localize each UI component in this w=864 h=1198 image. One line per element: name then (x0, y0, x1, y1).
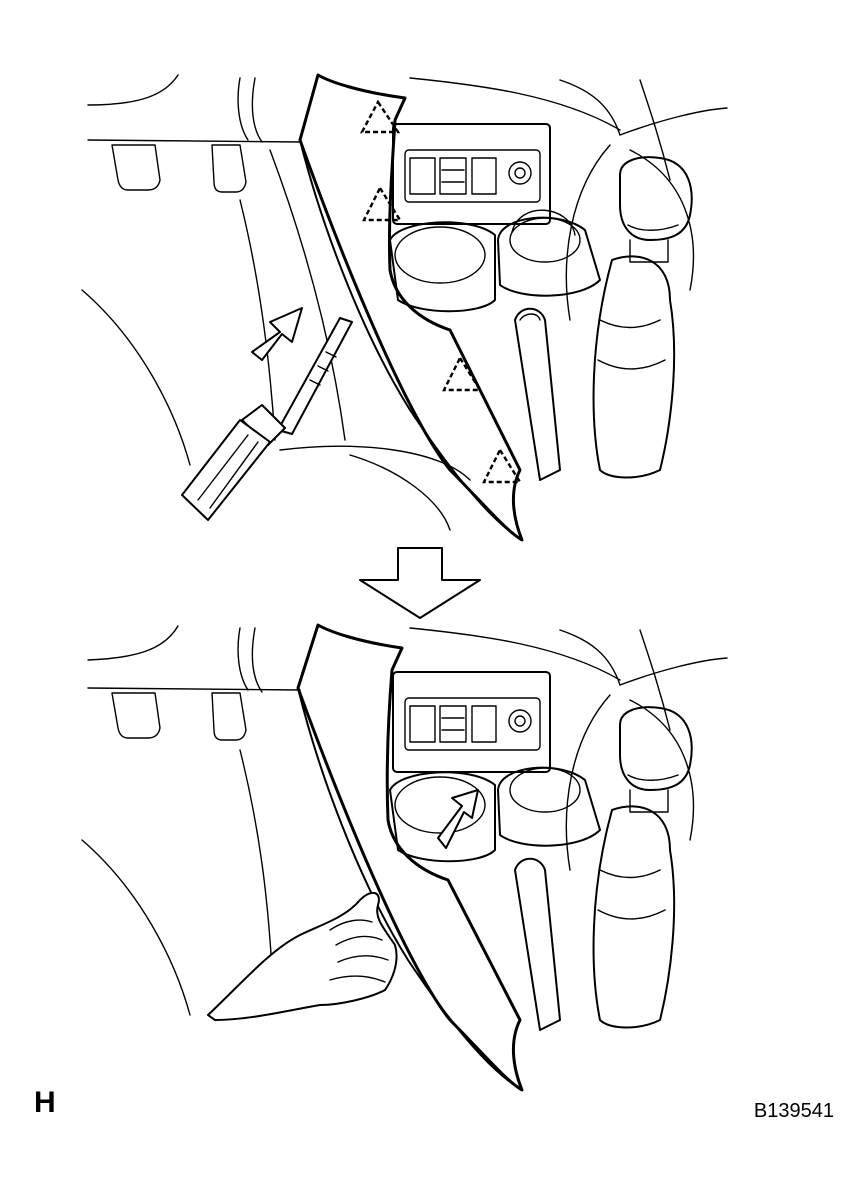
boot-fold (599, 869, 661, 879)
floor-contour (81, 289, 191, 466)
direction-arrow-icon (251, 307, 303, 361)
pedal-pad (111, 144, 161, 191)
tunnel-contour (565, 144, 611, 321)
step-illustration-remove (0, 600, 864, 1120)
screwdriver-icon (181, 317, 353, 521)
cup-holder-left (389, 771, 496, 863)
cup-holder-right (497, 766, 601, 847)
dash-contour (639, 629, 671, 731)
pedal-pad (211, 144, 247, 193)
dash-contour (559, 79, 621, 136)
dash-contour (559, 629, 621, 686)
console-panel-drawing-top (81, 73, 728, 542)
shaft-mark (317, 365, 329, 372)
finger-line (337, 955, 389, 963)
tunnel-contour (629, 149, 695, 291)
floor-contour (239, 199, 276, 441)
boot-fold (599, 319, 661, 329)
floor-contour (349, 454, 451, 531)
panel-edge (299, 139, 523, 541)
figure-letter: H (34, 1086, 56, 1119)
dash-contour (87, 74, 179, 106)
floor-contour (81, 839, 191, 1016)
shift-knob (619, 156, 693, 241)
knob-center (514, 167, 526, 179)
step-arrow-area (0, 540, 864, 620)
lever-tip (519, 313, 541, 321)
clip-location-triangle-icon (360, 99, 401, 134)
finger-line (329, 919, 373, 931)
clip-location-triangle-icon (482, 447, 523, 484)
shaft-mark (309, 379, 321, 386)
dash-contour (87, 139, 301, 143)
shift-knob-band (627, 774, 679, 781)
screwdriver-handle (181, 419, 271, 521)
pedal-pad (111, 692, 161, 739)
knob (508, 161, 532, 185)
clip-location-triangle-icon (362, 185, 403, 222)
boot-fold (597, 909, 666, 920)
shift-shaft (629, 789, 669, 813)
cup-holder-insert (511, 209, 576, 236)
shift-knob-band (627, 224, 679, 231)
finger-line (329, 975, 386, 983)
floor-contour (239, 749, 273, 971)
dash-contour (639, 79, 671, 181)
figure-code: B139541 (753, 1100, 834, 1122)
shift-boot (592, 255, 676, 479)
dash-contour (251, 627, 263, 693)
switch-panel (404, 149, 541, 203)
parking-brake-lever (514, 857, 561, 1031)
dash-contour (619, 657, 728, 686)
shaft-mark (325, 351, 337, 358)
switch (471, 705, 497, 743)
console-panel-drawing-bottom (81, 623, 728, 1092)
step-illustration-pry (0, 0, 864, 560)
dash-contour (87, 687, 301, 691)
switch (439, 157, 467, 195)
screwdriver-shaft (277, 317, 353, 435)
panel-edge (297, 687, 523, 1091)
direction-arrow-icon (437, 789, 479, 849)
handle-groove (197, 434, 249, 501)
hand-icon (207, 891, 398, 1021)
dash-contour (87, 625, 179, 661)
dash-contour (251, 77, 263, 143)
switch (409, 157, 436, 195)
shift-boot (592, 805, 676, 1029)
switch (439, 705, 467, 743)
dash-contour (237, 77, 249, 141)
switch-panel (404, 697, 541, 751)
switch (471, 157, 497, 195)
cup-holder-left (389, 221, 496, 313)
dash-contour (409, 77, 621, 131)
clip-location-triangle-icon (442, 355, 483, 392)
floor-contour (269, 149, 346, 441)
knob-center (514, 715, 526, 727)
down-arrow-icon (359, 547, 481, 619)
parking-brake-lever (514, 307, 561, 481)
tunnel-contour (565, 694, 611, 871)
cup-holder-rim (509, 767, 581, 813)
switch (409, 705, 436, 743)
shift-knob (619, 706, 693, 791)
dash-contour (237, 627, 249, 691)
cup-holder-rim (394, 776, 486, 834)
shift-shaft (629, 239, 669, 263)
cup-holder-rim (394, 226, 486, 284)
knob (508, 709, 532, 733)
dash-contour (409, 627, 621, 681)
cup-holder-rim (509, 217, 581, 263)
console-side-panel (296, 623, 524, 1092)
switch-bezel (392, 671, 551, 773)
floor-contour (279, 445, 471, 481)
boot-fold (597, 359, 666, 370)
finger-line (335, 935, 383, 946)
handle-groove (209, 441, 259, 509)
console-side-panel (298, 73, 524, 542)
pedal-pad (211, 692, 247, 741)
dash-contour (619, 107, 728, 136)
tunnel-contour (629, 699, 695, 841)
